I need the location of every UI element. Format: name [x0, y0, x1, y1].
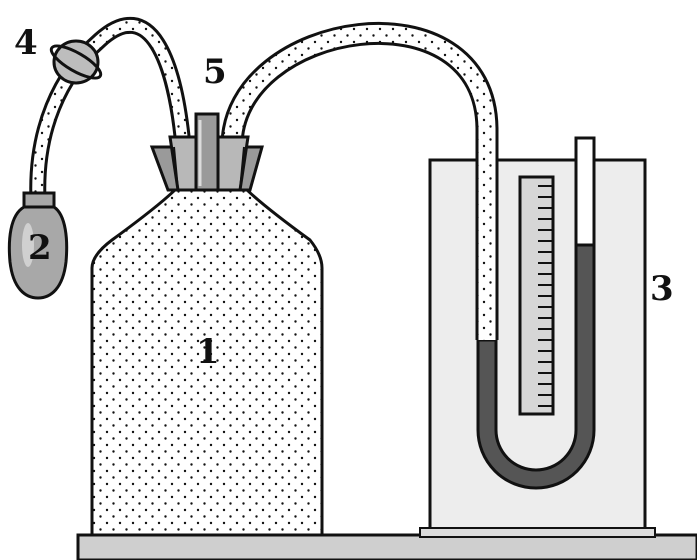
stopper-tube: [194, 112, 220, 192]
manometer-liquid: [476, 243, 596, 490]
label-bulb: 2: [28, 228, 52, 268]
manometer-open-tube: [574, 136, 596, 247]
label-stopper-tube: 5: [203, 52, 227, 92]
label-bottle: 1: [196, 332, 220, 372]
manometer-scale: [518, 175, 555, 416]
tube-to-manometer: [220, 21, 499, 340]
tube-to-bulb: [29, 16, 192, 201]
label-manometer: 3: [650, 269, 674, 309]
valve: [49, 39, 103, 85]
base-table: [76, 533, 697, 560]
label-valve: 4: [14, 23, 38, 63]
bulb: [7, 191, 69, 300]
